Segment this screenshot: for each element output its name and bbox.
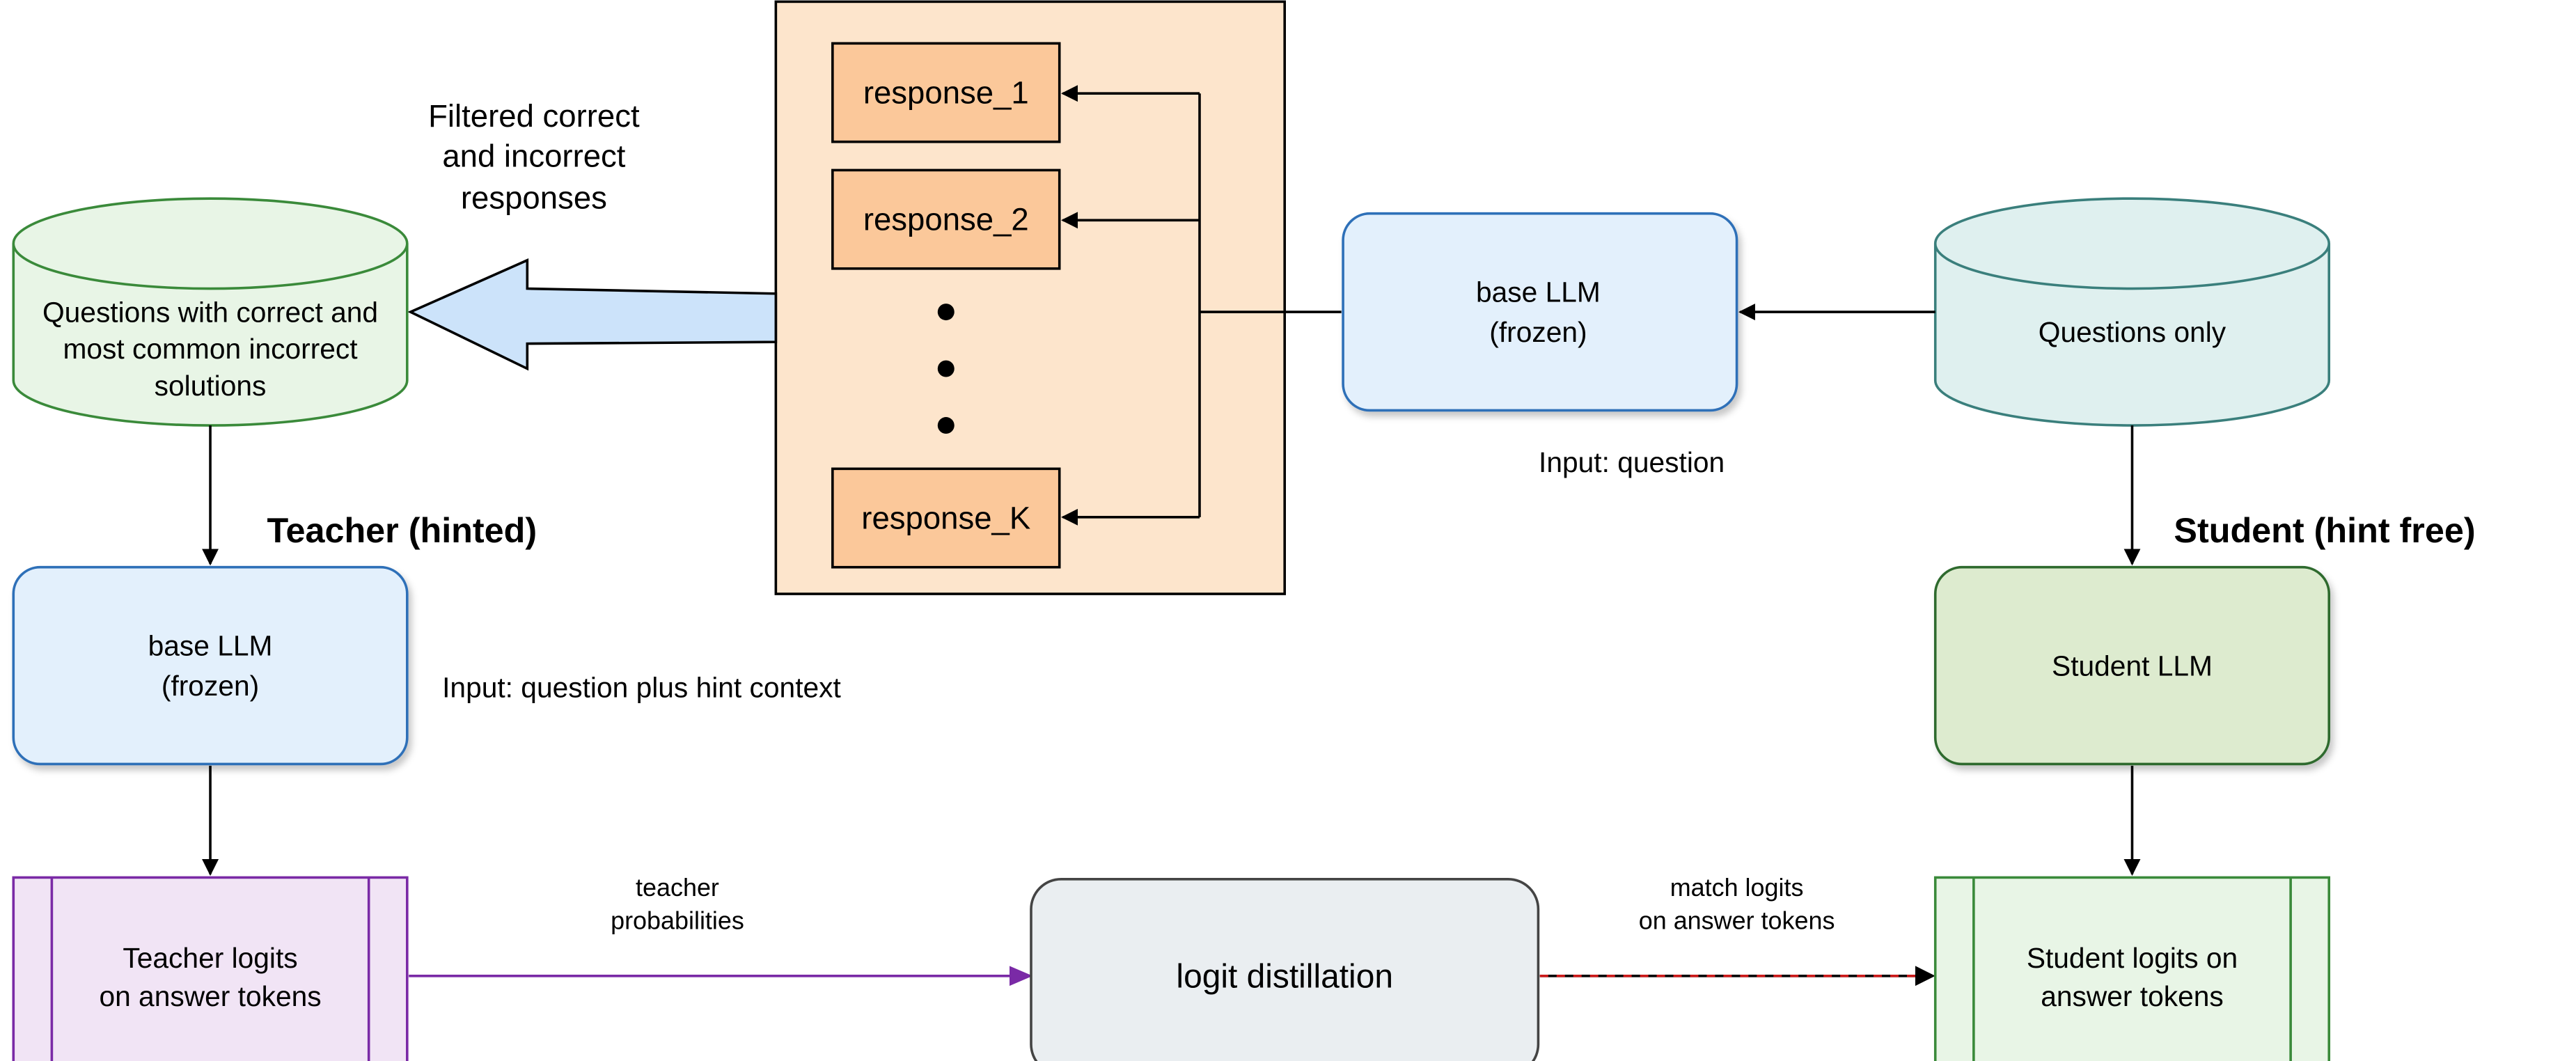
response-box-1: response_1	[831, 42, 1061, 143]
student-heading: Student (hint free)	[2174, 510, 2475, 550]
teacher-model-line-1: base LLM	[148, 630, 273, 662]
match-logits-line-2: on answer tokens	[1639, 906, 1835, 935]
logit-distillation-label: logit distillation	[1176, 959, 1393, 996]
base-llm-top-line-2: (frozen)	[1489, 316, 1587, 348]
filtered-label-line-2: and incorrect	[442, 139, 625, 174]
big-left-arrow	[407, 258, 778, 371]
filtered-label-line-1: Filtered correct	[428, 98, 640, 134]
left-db-line-3: solutions	[155, 370, 267, 402]
left-database: Questions with correct and most common i…	[12, 197, 409, 427]
response-fanout-connector	[1061, 85, 1342, 526]
teacher-logits-line-2: on answer tokens	[99, 980, 321, 1012]
arrow-match-logits	[1539, 966, 1935, 987]
teacher-heading: Teacher (hinted)	[267, 510, 537, 550]
student-logits-box: Student logits on answer tokens	[1933, 876, 2331, 1061]
left-db-line-1: Questions with correct and	[42, 296, 378, 328]
filtered-label-line-3: responses	[461, 180, 607, 216]
teacher-logits-box: Teacher logits on answer tokens	[12, 876, 409, 1061]
response-box-k: response_K	[831, 467, 1061, 569]
student-llm-box: Student LLM	[1933, 565, 2331, 766]
teacher-probs-line-2: probabilities	[611, 906, 744, 935]
base-llm-top-caption: Input: question	[1539, 446, 1725, 478]
left-db-line-2: most common incorrect	[63, 333, 358, 365]
response-1-label: response_1	[863, 75, 1029, 111]
student-llm-label: Student LLM	[2052, 650, 2213, 682]
match-logits-line-1: match logits	[1670, 873, 1804, 902]
right-db-label: Questions only	[2039, 316, 2226, 348]
responses-panel: response_1 response_2 response_K	[774, 0, 1342, 595]
filtered-responses-label: Filtered correct and incorrect responses	[428, 98, 640, 215]
teacher-model-line-2: (frozen)	[162, 670, 259, 702]
teacher-caption: Input: question plus hint context	[442, 672, 841, 704]
teacher-base-llm: base LLM (frozen)	[12, 565, 409, 766]
student-logits-line-1: Student logits on	[2027, 942, 2238, 974]
base-llm-top: base LLM (frozen)	[1342, 212, 1738, 412]
response-box-2: response_2	[831, 168, 1061, 270]
student-logits-line-2: answer tokens	[2041, 980, 2224, 1012]
right-database: Questions only	[1933, 197, 2331, 427]
base-llm-top-line-1: base LLM	[1476, 276, 1601, 308]
response-k-label: response_K	[861, 501, 1030, 536]
teacher-probs-line-1: teacher	[636, 873, 719, 902]
response-2-label: response_2	[863, 202, 1029, 237]
response-ellipsis	[937, 304, 955, 434]
logit-distillation-box: logit distillation	[1030, 878, 1540, 1061]
teacher-logits-line-1: Teacher logits	[123, 942, 297, 974]
